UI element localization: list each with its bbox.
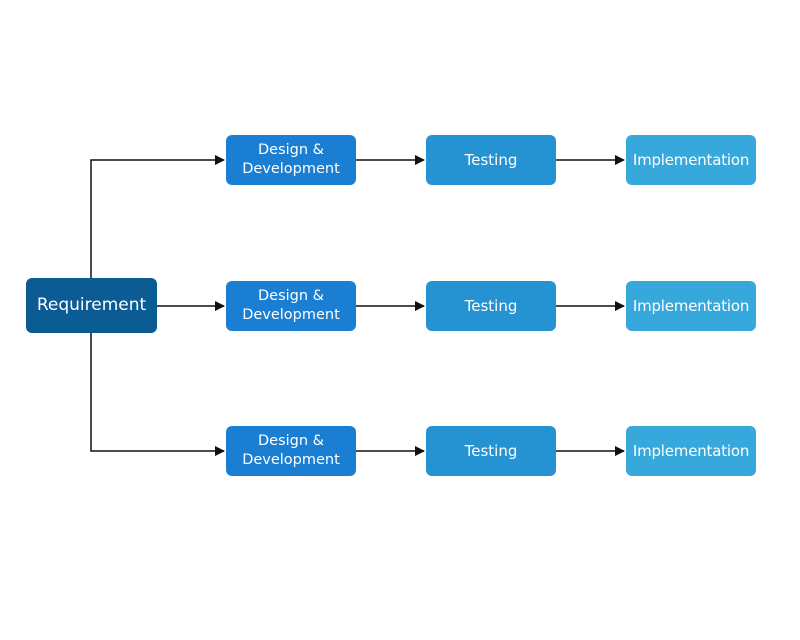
design-label-line2: Development — [242, 161, 340, 177]
design-development-node-2: Design & Development — [226, 281, 356, 331]
design-label-line1: Design & — [258, 433, 324, 449]
requirement-node: Requirement — [26, 278, 157, 333]
implementation-label: Implementation — [632, 150, 750, 169]
testing-node-2: Testing — [426, 281, 556, 331]
trunk-down-connector — [90, 333, 225, 456]
design-label-line1: Design & — [258, 142, 324, 158]
testing-node-3: Testing — [426, 426, 556, 476]
testing-label: Testing — [464, 150, 518, 169]
implementation-node-3: Implementation — [626, 426, 756, 476]
trunk-up-connector — [90, 155, 225, 278]
design-development-node-1: Design & Development — [226, 135, 356, 185]
design-development-node-3: Design & Development — [226, 426, 356, 476]
implementation-node-2: Implementation — [626, 281, 756, 331]
requirement-label: Requirement — [36, 295, 147, 315]
implementation-label: Implementation — [632, 296, 750, 315]
testing-label: Testing — [464, 296, 518, 315]
implementation-label: Implementation — [632, 441, 750, 460]
testing-node-1: Testing — [426, 135, 556, 185]
testing-label: Testing — [464, 441, 518, 460]
design-label-line2: Development — [242, 452, 340, 468]
design-label-line1: Design & — [258, 288, 324, 304]
design-label-line2: Development — [242, 307, 340, 323]
implementation-node-1: Implementation — [626, 135, 756, 185]
